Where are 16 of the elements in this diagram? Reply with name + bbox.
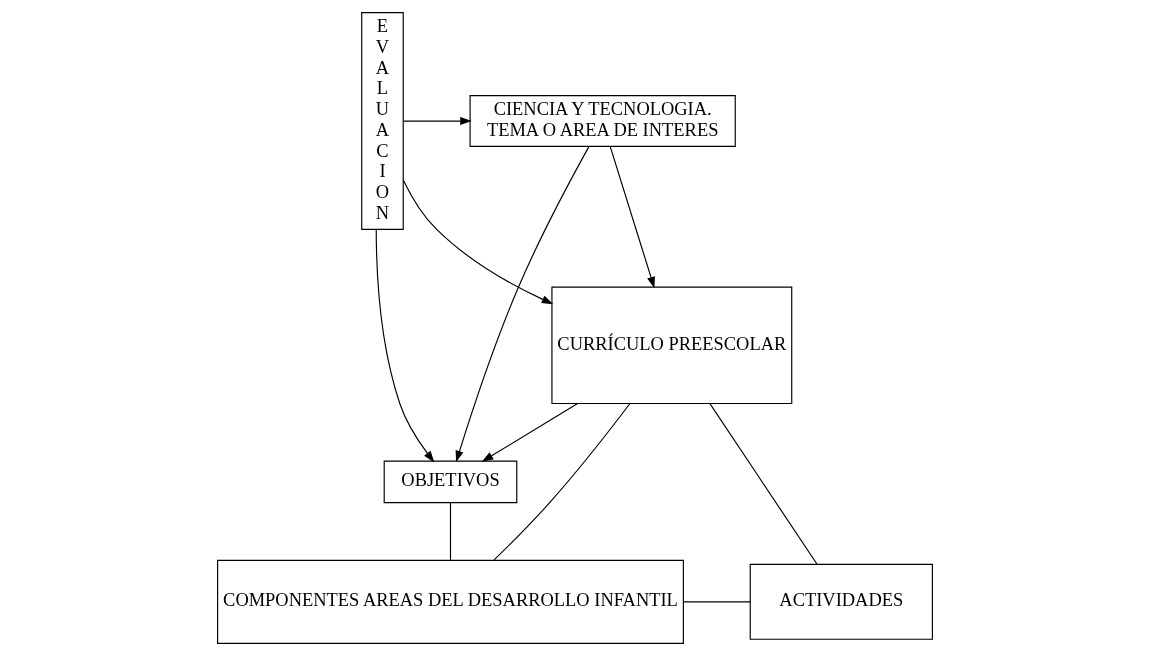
node-box: ACTIVIDADES [749, 563, 933, 640]
arrow [481, 403, 579, 462]
arrow [609, 146, 655, 289]
arrow [402, 117, 472, 126]
node-box: CURRÍCULO PREESCOLAR [551, 286, 793, 405]
connector [449, 502, 452, 561]
node-box: COMPONENTES AREAS DEL DESARROLLO INFANTIL [217, 559, 684, 644]
arrow [455, 146, 590, 463]
node-box: E V A L U A C I O N [361, 12, 404, 230]
node-box: OBJETIVOS [383, 460, 518, 504]
connector [493, 402, 631, 561]
connector [709, 403, 818, 565]
node-box: CIENCIA Y TECNOLOGIA. TEMA O AREA DE INTERES [469, 95, 736, 147]
connector [683, 601, 751, 603]
arrow [402, 179, 554, 305]
arrow [375, 228, 435, 463]
